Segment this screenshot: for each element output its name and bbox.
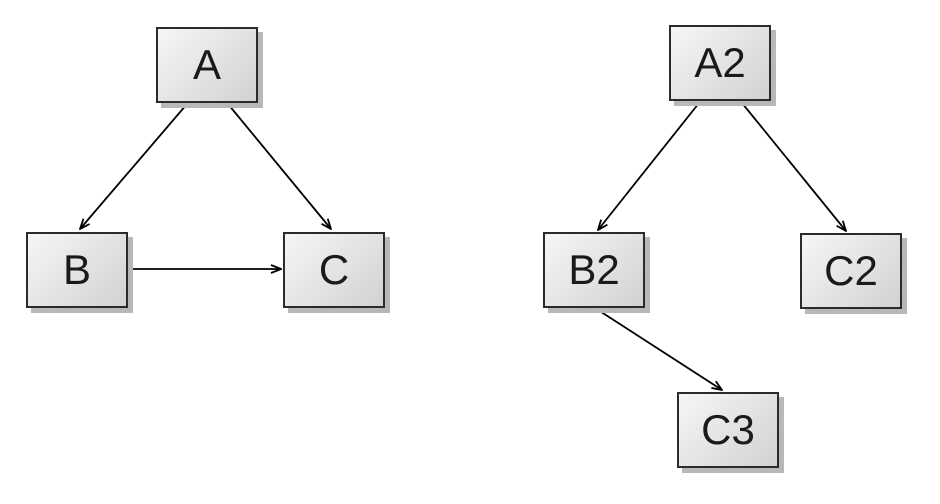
node-C-label: C [318,246,350,293]
node-A-label: A [192,41,221,88]
edge-A-B[interactable] [80,103,188,229]
node-C3[interactable]: C3 [677,392,779,468]
node-B2[interactable]: B2 [543,232,645,308]
node-A2-label: A2 [694,39,746,86]
edge-A2-C2[interactable] [741,102,846,231]
node-B-label: B [62,246,91,293]
node-A2[interactable]: A2 [669,25,771,101]
node-A[interactable]: A [156,27,258,103]
edge-B2-C3[interactable] [594,307,722,390]
node-C2-label: C2 [824,247,878,294]
node-B2-label: B2 [568,246,620,293]
edge-A-C[interactable] [227,103,331,229]
edge-A2-B2[interactable] [598,102,700,230]
node-C2[interactable]: C2 [800,233,902,309]
node-B[interactable]: B [26,232,128,308]
node-C[interactable]: C [283,232,385,308]
node-C3-label: C3 [701,406,755,453]
